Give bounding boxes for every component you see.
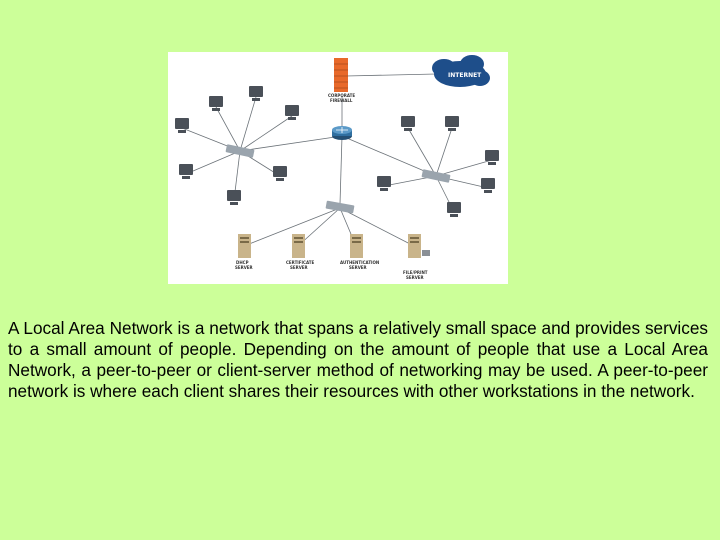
network-diagram: INTERNET CORPORATE FIREWALL — [168, 52, 508, 284]
switch-icon — [225, 144, 255, 158]
workstation-icon — [481, 178, 495, 193]
authentication-server-label-line1: AUTHENTICATION — [340, 260, 379, 265]
workstation-icon — [445, 116, 459, 131]
workstation-icon — [401, 116, 415, 131]
file-print-server-label-line2: SERVER — [406, 275, 424, 280]
switch-icon — [421, 169, 451, 183]
firewall-label-line1: CORPORATE — [328, 93, 355, 98]
internet-label: INTERNET — [448, 72, 482, 79]
file-print-server-icon — [408, 234, 430, 258]
workstation-icon — [273, 166, 287, 181]
file-print-server-label-line1: FILE/PRINT — [403, 270, 428, 275]
description-paragraph: A Local Area Network is a network that s… — [8, 318, 708, 401]
authentication-server-icon — [350, 234, 363, 258]
authentication-server-label-line2: SERVER — [349, 265, 367, 270]
internet-cloud-icon: INTERNET — [432, 55, 490, 87]
workstation-icon — [209, 96, 223, 111]
workstation-icon — [285, 105, 299, 120]
workstation-icon — [447, 202, 461, 217]
workstations — [175, 86, 499, 217]
dhcp-server-icon — [238, 234, 251, 258]
firewall-label-line2: FIREWALL — [330, 98, 353, 103]
dhcp-server-label-line1: DHCP — [236, 260, 249, 265]
network-diagram-svg: INTERNET CORPORATE FIREWALL — [175, 55, 499, 280]
certificate-server-label-line1: CERTIFICATE — [286, 260, 314, 265]
certificate-server-label-line2: SERVER — [290, 265, 308, 270]
dhcp-server-label-line2: SERVER — [235, 265, 253, 270]
switch-icon — [325, 200, 355, 214]
certificate-server-icon — [292, 234, 305, 258]
firewall-icon — [334, 58, 348, 92]
workstation-icon — [485, 150, 499, 165]
workstation-icon — [249, 86, 263, 101]
workstation-icon — [175, 118, 189, 133]
workstation-icon — [227, 190, 241, 205]
workstation-icon — [377, 176, 391, 191]
workstation-icon — [179, 164, 193, 179]
router-icon — [332, 126, 352, 140]
